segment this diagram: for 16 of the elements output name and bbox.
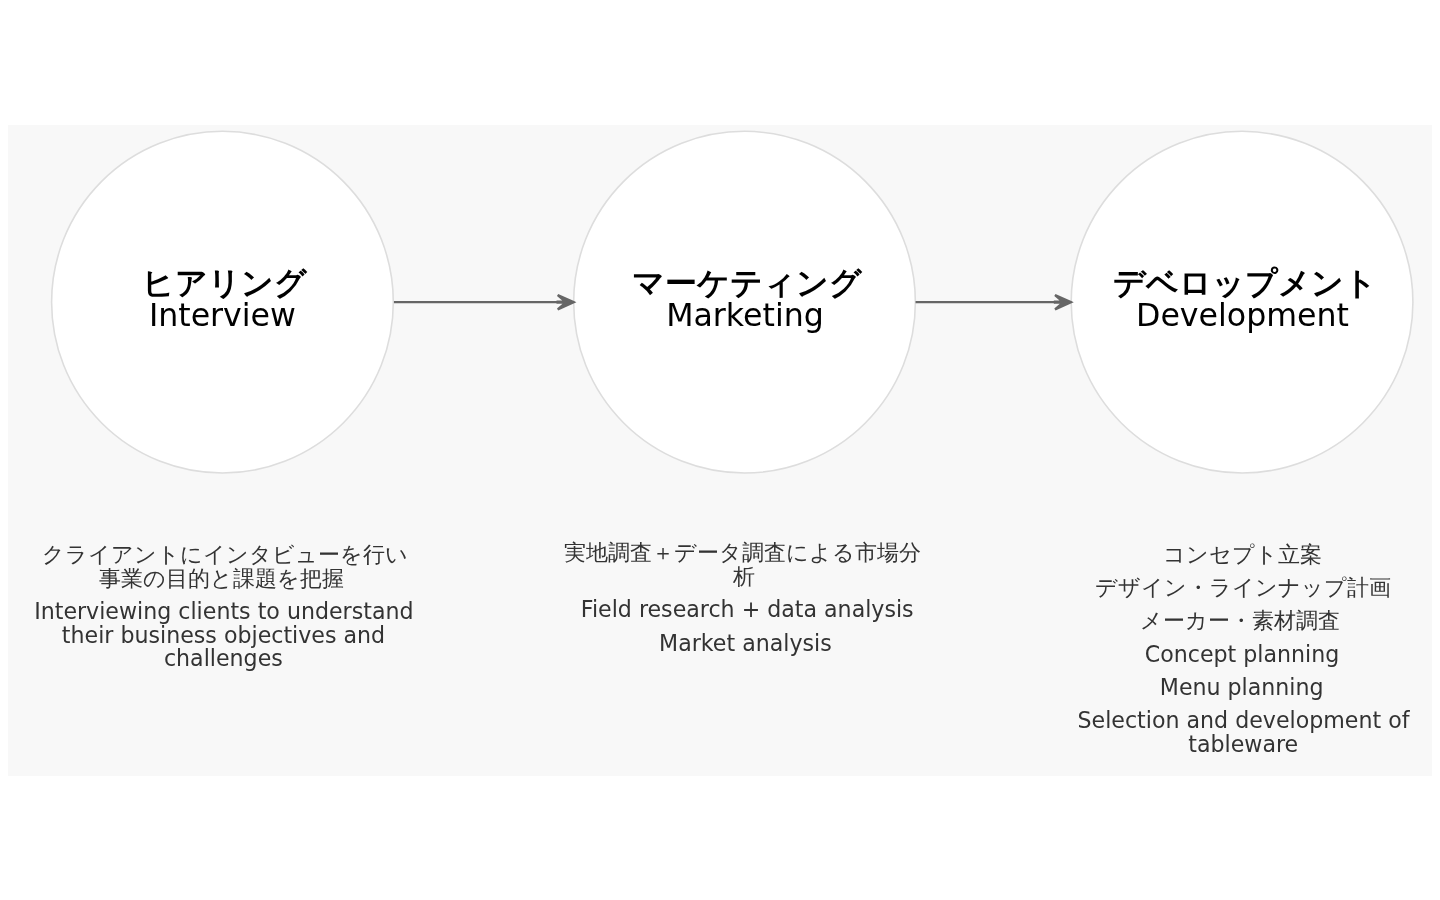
node-circle: デベロップメント Development xyxy=(1070,130,1414,474)
node-label: 実地調査＋データ調査による市場分析 xyxy=(564,538,922,589)
node-label: コンセプト立案 xyxy=(1162,540,1322,567)
node-label: Market analysis xyxy=(659,629,832,656)
arrow xyxy=(915,293,1073,310)
node-label: メーカー・素材調査 xyxy=(1140,606,1341,633)
node-label: Concept planning xyxy=(1144,640,1340,667)
node-label: Field research + data analysis xyxy=(580,595,914,622)
node-circle: ヒアリング Interview xyxy=(50,130,395,474)
node-circle: マーケティング Marketing xyxy=(572,130,917,474)
arrow xyxy=(393,293,575,310)
node-label: Interviewing clients to understand their business objectives and challenges xyxy=(34,597,414,671)
node-label: Selection and development of tableware xyxy=(1077,706,1410,757)
node-label: クライアントにインタビューを行い事業の目的と課題を把握 xyxy=(42,540,409,591)
node-label: デザイン・ラインナップ計画 xyxy=(1094,573,1391,600)
node-label: Menu planning xyxy=(1159,673,1324,700)
